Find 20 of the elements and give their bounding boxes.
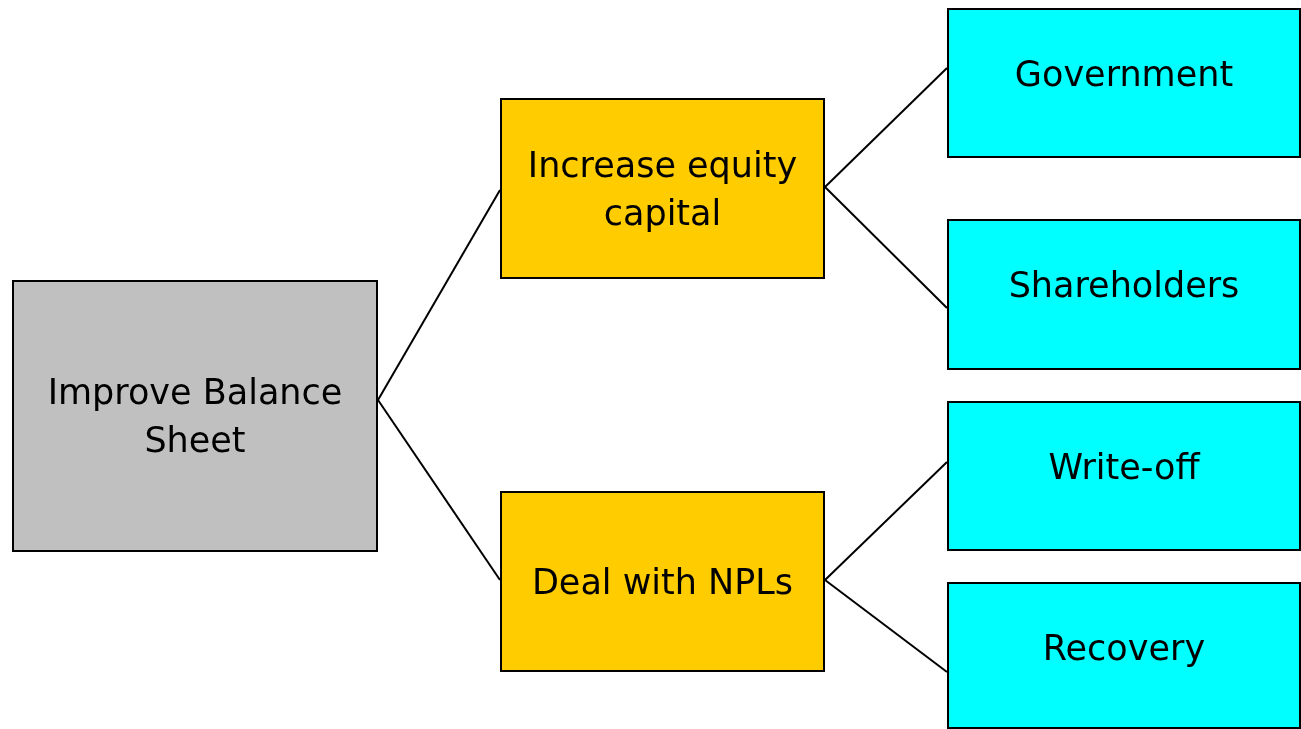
option-box: [947, 401, 1301, 551]
node-label: Recovery: [1041, 627, 1207, 670]
node-label: Increase equity capital: [526, 143, 799, 235]
strategy-box: [500, 491, 825, 672]
goal-box: [12, 280, 378, 552]
connector-line: [824, 579, 948, 673]
strategy-box: [500, 98, 825, 279]
connector-line: [824, 67, 948, 188]
node-label: Improve Balance Sheet: [46, 371, 344, 462]
connector-line: [377, 189, 501, 401]
node-label: Deal with NPLs: [530, 560, 795, 604]
node-label: Write-off: [1047, 446, 1202, 489]
connector-line: [824, 186, 948, 309]
option-box: [947, 8, 1301, 158]
option-box: [947, 219, 1301, 370]
connector-line: [377, 399, 501, 581]
node-label: Shareholders: [1007, 264, 1241, 307]
option-box: [947, 582, 1301, 729]
connector-line: [824, 461, 948, 581]
node-label: Government: [1013, 53, 1235, 96]
